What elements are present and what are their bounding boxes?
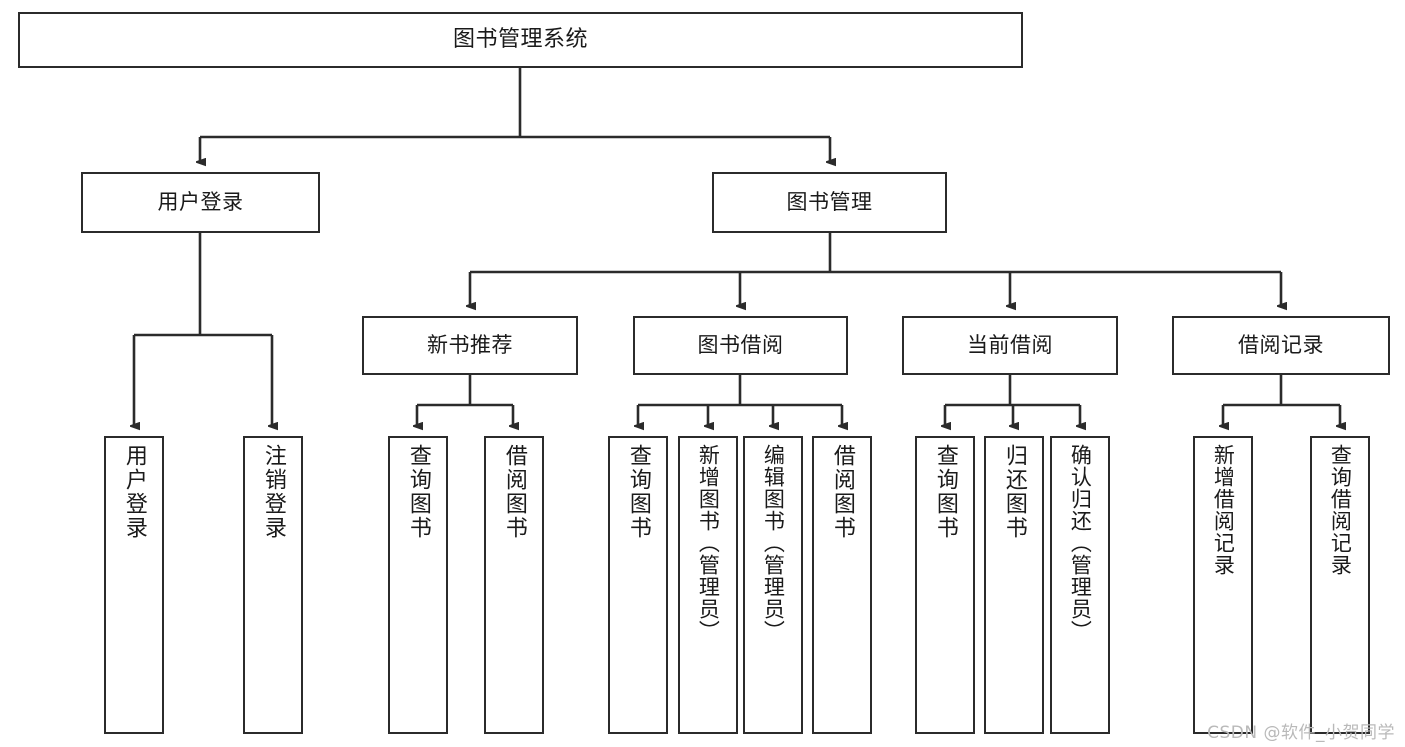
node-borrow-record[interactable]: 借阅记录	[1172, 316, 1390, 375]
node-user-login[interactable]: 用户登录	[81, 172, 320, 233]
node-label: 借阅记录	[1238, 333, 1324, 358]
node-leaf-add-borrow-record[interactable]: 新增借阅记录	[1193, 436, 1253, 734]
node-new-book-recommend[interactable]: 新书推荐	[362, 316, 578, 375]
node-book-borrow[interactable]: 图书借阅	[633, 316, 848, 375]
node-label: 新书推荐	[427, 333, 513, 358]
node-label: 查询借阅记录	[1328, 444, 1353, 576]
node-label: 新增借阅记录	[1211, 444, 1236, 576]
node-label: 用户登录	[157, 190, 244, 215]
node-label: 图书管理系统	[452, 27, 588, 53]
node-label: 借阅图书	[829, 444, 855, 540]
node-leaf-borrow-book-new[interactable]: 借阅图书	[484, 436, 544, 734]
node-leaf-confirm-return-admin[interactable]: 确认归还（管理员）	[1050, 436, 1110, 734]
node-current-borrow[interactable]: 当前借阅	[902, 316, 1118, 375]
node-label: 编辑图书（管理员）	[761, 444, 786, 642]
node-label: 用户登录	[121, 444, 147, 540]
node-leaf-add-book-admin[interactable]: 新增图书（管理员）	[678, 436, 738, 734]
watermark-text: CSDN @软件_小贺同学	[1207, 723, 1395, 743]
node-leaf-edit-book-admin[interactable]: 编辑图书（管理员）	[743, 436, 803, 734]
node-label: 当前借阅	[967, 333, 1053, 358]
node-leaf-return-book[interactable]: 归还图书	[984, 436, 1044, 734]
node-leaf-query-borrow-record[interactable]: 查询借阅记录	[1310, 436, 1370, 734]
node-root-book-management-system[interactable]: 图书管理系统	[18, 12, 1023, 68]
node-label: 确认归还（管理员）	[1068, 444, 1093, 642]
node-label: 归还图书	[1001, 444, 1027, 540]
node-leaf-query-book-new[interactable]: 查询图书	[388, 436, 448, 734]
node-label: 借阅图书	[501, 444, 527, 540]
node-label: 查询图书	[932, 444, 958, 540]
node-label: 查询图书	[405, 444, 431, 540]
node-label: 图书借阅	[697, 333, 784, 358]
node-label: 图书管理	[786, 190, 873, 215]
node-label: 查询图书	[625, 444, 651, 540]
node-label: 注销登录	[260, 444, 286, 540]
node-label: 新增图书（管理员）	[696, 444, 721, 642]
node-leaf-query-book-current[interactable]: 查询图书	[915, 436, 975, 734]
node-leaf-user-login[interactable]: 用户登录	[104, 436, 164, 734]
node-leaf-logout[interactable]: 注销登录	[243, 436, 303, 734]
node-book-management[interactable]: 图书管理	[712, 172, 947, 233]
node-leaf-borrow-book[interactable]: 借阅图书	[812, 436, 872, 734]
node-leaf-query-book-borrow[interactable]: 查询图书	[608, 436, 668, 734]
